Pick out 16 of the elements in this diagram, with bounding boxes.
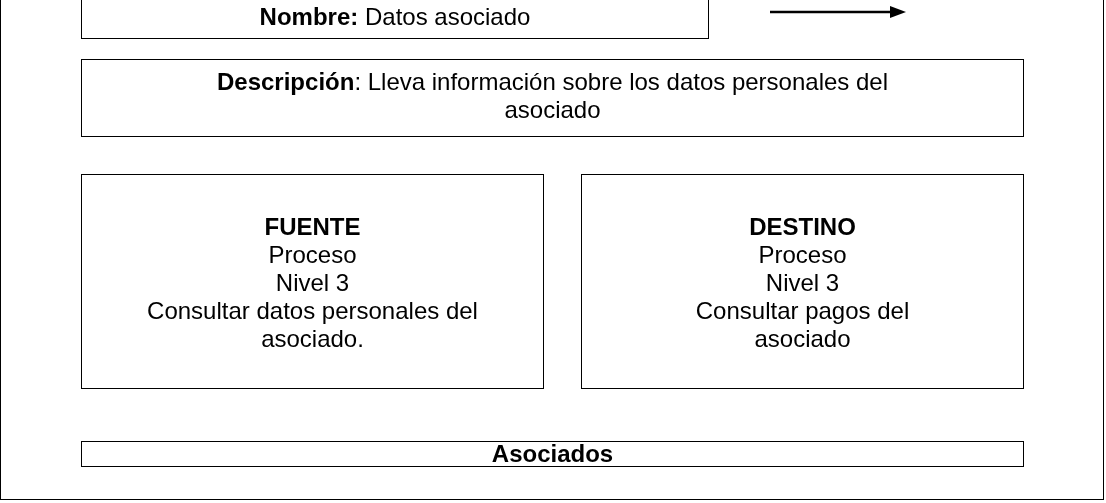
process-name: Consultar pagos del asociado [694,297,911,353]
process-name: Consultar datos personales del asociado. [146,297,479,353]
source-box [81,174,544,389]
data-store-name: Asociados [490,442,615,466]
name-text: Nombre: Datos asociado [258,3,532,31]
type-text: Proceso [267,241,358,269]
description-text: Descripción: Lleva información sobre los datos personales del asociado [216,68,889,124]
description-box [81,59,1024,137]
level-text: Nivel 3 [274,269,351,297]
heading: DESTINO [748,213,857,241]
destination-box [581,174,1024,389]
name-box [81,0,709,39]
type-text: Proceso [757,241,848,269]
heading: FUENTE [263,213,362,241]
level-text: Nivel 3 [764,269,841,297]
data-store-box [81,441,1024,467]
